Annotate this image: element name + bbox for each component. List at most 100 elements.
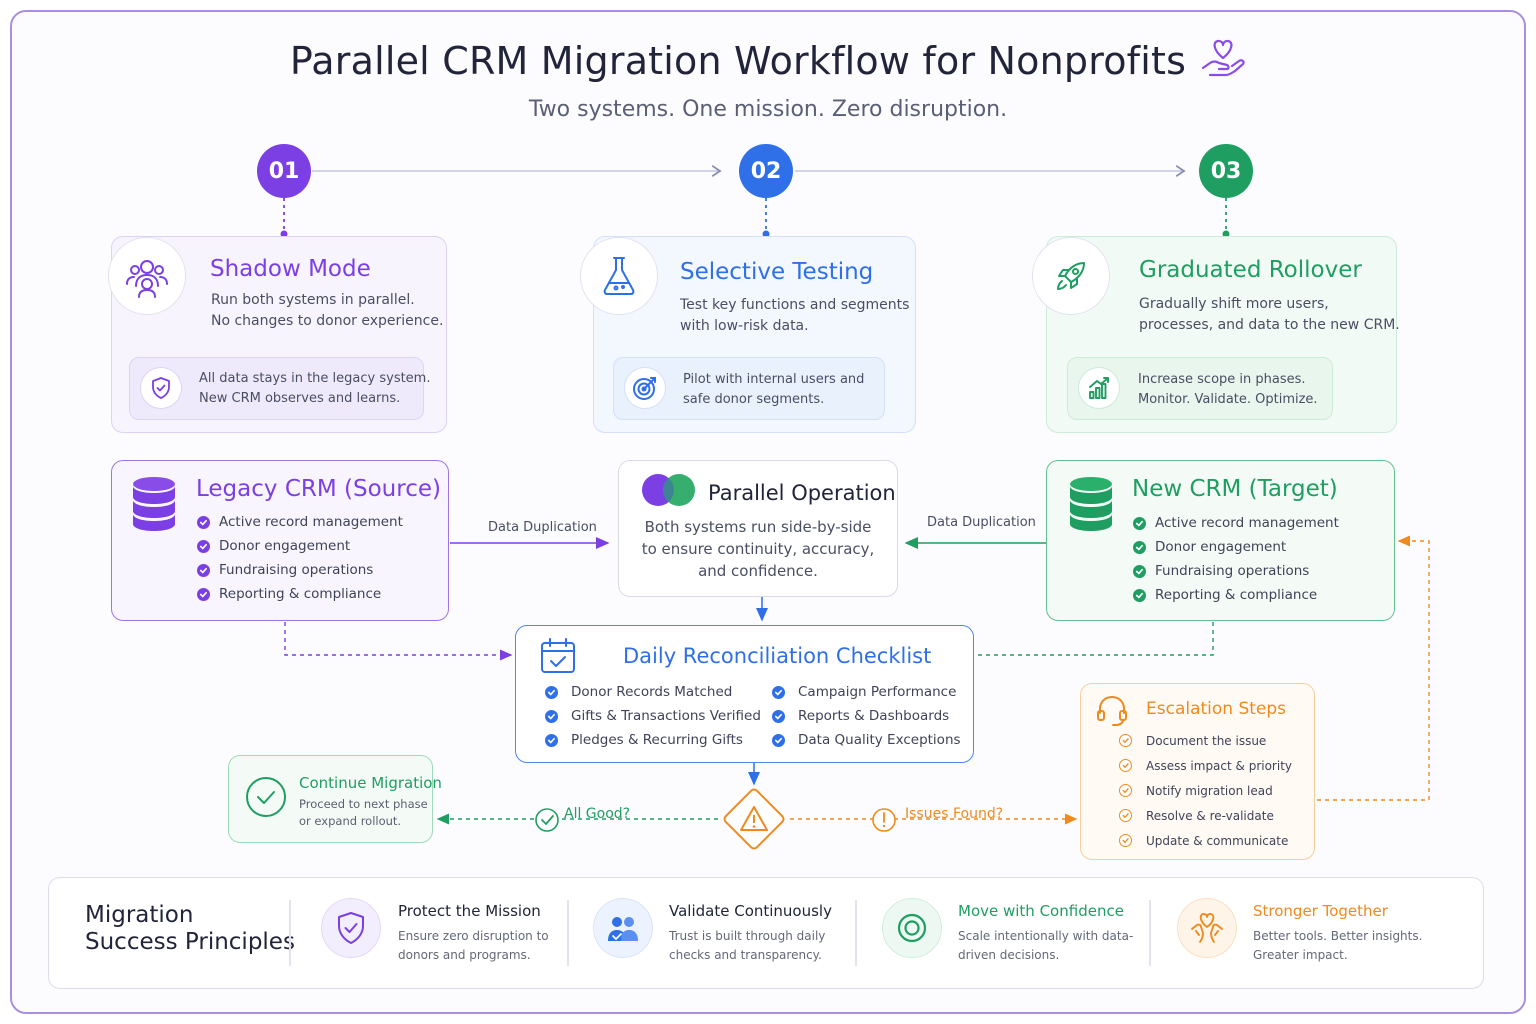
continue-migration-card bbox=[228, 755, 433, 843]
list-item: Reporting & compliance bbox=[197, 582, 403, 606]
new-crm-card bbox=[1046, 460, 1395, 621]
step-badge-01: 01 bbox=[257, 144, 311, 198]
selective-testing-title: Selective Testing bbox=[680, 259, 874, 285]
graduated-rollover-desc: Gradually shift more users,processes, an… bbox=[1139, 296, 1400, 333]
issues-alert-icon bbox=[872, 808, 896, 832]
list-item: Active record management bbox=[1133, 511, 1339, 535]
growth-chart-icon bbox=[1078, 367, 1120, 409]
check-icon bbox=[1133, 540, 1146, 554]
check-icon bbox=[772, 733, 785, 747]
team-users-icon bbox=[593, 898, 653, 958]
shield-check-icon bbox=[140, 367, 182, 409]
principle-title-protect: Protect the Mission bbox=[398, 902, 541, 920]
page-title: Parallel CRM Migration Workflow for Nonp… bbox=[0, 38, 1536, 89]
principles-bar bbox=[48, 877, 1484, 989]
check-icon bbox=[772, 709, 785, 723]
shadow-mode-note bbox=[129, 357, 424, 420]
check-icon bbox=[1133, 588, 1146, 602]
heart-hands-icon bbox=[1177, 898, 1237, 958]
target-icon bbox=[624, 367, 666, 409]
reconciliation-title: Daily Reconciliation Checklist bbox=[623, 644, 932, 668]
check-icon bbox=[1119, 734, 1132, 747]
check-icon bbox=[772, 685, 785, 699]
decision-diamond bbox=[723, 788, 785, 850]
divider bbox=[567, 900, 569, 966]
principle-title-together: Stronger Together bbox=[1253, 902, 1388, 920]
check-icon bbox=[197, 587, 210, 601]
graduated-rollover-title: Graduated Rollover bbox=[1139, 257, 1362, 283]
step-badge-03: 03 bbox=[1199, 144, 1253, 198]
shield-check-icon bbox=[321, 898, 381, 958]
graduated-rollover-note-text: Increase scope in phases.Monitor. Valida… bbox=[1138, 372, 1318, 407]
principle-desc-together: Better tools. Better insights.Greater im… bbox=[1253, 929, 1423, 962]
list-item: Data Quality Exceptions bbox=[772, 728, 961, 752]
list-item: Active record management bbox=[197, 510, 403, 534]
overlap-circles-icon bbox=[641, 473, 697, 511]
check-icon bbox=[1133, 564, 1146, 578]
list-item: Reporting & compliance bbox=[1133, 583, 1339, 607]
shadow-mode-desc: Run both systems in parallel.No changes … bbox=[211, 292, 444, 329]
list-item: Document the issue bbox=[1119, 728, 1292, 753]
list-item: Pledges & Recurring Gifts bbox=[545, 728, 761, 752]
list-item: Resolve & re-validate bbox=[1119, 803, 1292, 828]
list-item: Notify migration lead bbox=[1119, 778, 1292, 803]
data-duplication-label-right: Data Duplication bbox=[927, 515, 1036, 530]
list-item: Fundraising operations bbox=[197, 558, 403, 582]
new-crm-title: New CRM (Target) bbox=[1132, 476, 1338, 502]
check-icon bbox=[1119, 809, 1132, 822]
check-icon bbox=[545, 709, 558, 723]
list-item: Reports & Dashboards bbox=[772, 704, 961, 728]
reconciliation-list-left: Donor Records Matched Gifts & Transactio… bbox=[545, 680, 761, 752]
all-good-label: All Good? bbox=[564, 806, 631, 822]
check-icon bbox=[197, 563, 210, 577]
reconciliation-card bbox=[515, 625, 974, 763]
target-rings-icon bbox=[882, 898, 942, 958]
continue-migration-title: Continue Migration bbox=[299, 774, 442, 792]
headset-icon bbox=[1095, 694, 1129, 732]
heart-hand-icon bbox=[1200, 38, 1246, 89]
list-item: Donor engagement bbox=[197, 534, 403, 558]
shadow-mode-note-text: All data stays in the legacy system.New … bbox=[199, 371, 431, 406]
list-item: Campaign Performance bbox=[772, 680, 961, 704]
issues-found-label: Issues Found? bbox=[905, 806, 1004, 822]
list-item: Update & communicate bbox=[1119, 828, 1292, 853]
legacy-crm-title: Legacy CRM (Source) bbox=[196, 476, 441, 502]
check-icon bbox=[545, 685, 558, 699]
check-circle-icon bbox=[245, 776, 287, 822]
rocket-icon bbox=[1032, 237, 1110, 315]
step-badge-02: 02 bbox=[739, 144, 793, 198]
database-icon-target bbox=[1068, 476, 1114, 536]
escalation-title: Escalation Steps bbox=[1146, 699, 1287, 719]
list-item: Gifts & Transactions Verified bbox=[545, 704, 761, 728]
principle-title-validate: Validate Continuously bbox=[669, 902, 832, 920]
users-group-icon bbox=[108, 237, 186, 315]
check-icon bbox=[197, 539, 210, 553]
shadow-mode-title: Shadow Mode bbox=[210, 256, 371, 282]
reconciliation-list-right: Campaign Performance Reports & Dashboard… bbox=[772, 680, 961, 752]
escalation-list: Document the issue Assess impact & prior… bbox=[1119, 728, 1292, 853]
database-icon-legacy bbox=[131, 476, 177, 536]
parallel-operation-title: Parallel Operation bbox=[708, 481, 896, 505]
check-icon bbox=[1119, 759, 1132, 772]
divider bbox=[855, 900, 857, 966]
all-good-check-icon bbox=[535, 808, 559, 832]
legacy-crm-list: Active record management Donor engagemen… bbox=[197, 510, 403, 606]
data-duplication-label-left: Data Duplication bbox=[488, 520, 597, 535]
list-item: Donor engagement bbox=[1133, 535, 1339, 559]
divider bbox=[1149, 900, 1151, 966]
new-crm-list: Active record management Donor engagemen… bbox=[1133, 511, 1339, 607]
selective-testing-note bbox=[613, 357, 885, 420]
flask-icon bbox=[580, 237, 658, 315]
check-icon bbox=[1133, 516, 1146, 530]
list-item: Fundraising operations bbox=[1133, 559, 1339, 583]
principle-desc-confidence: Scale intentionally with data-driven dec… bbox=[958, 929, 1134, 962]
check-icon bbox=[197, 515, 210, 529]
check-icon bbox=[1119, 784, 1132, 797]
page-subtitle: Two systems. One mission. Zero disruptio… bbox=[528, 97, 1008, 122]
check-icon bbox=[1119, 834, 1132, 847]
check-icon bbox=[545, 733, 558, 747]
